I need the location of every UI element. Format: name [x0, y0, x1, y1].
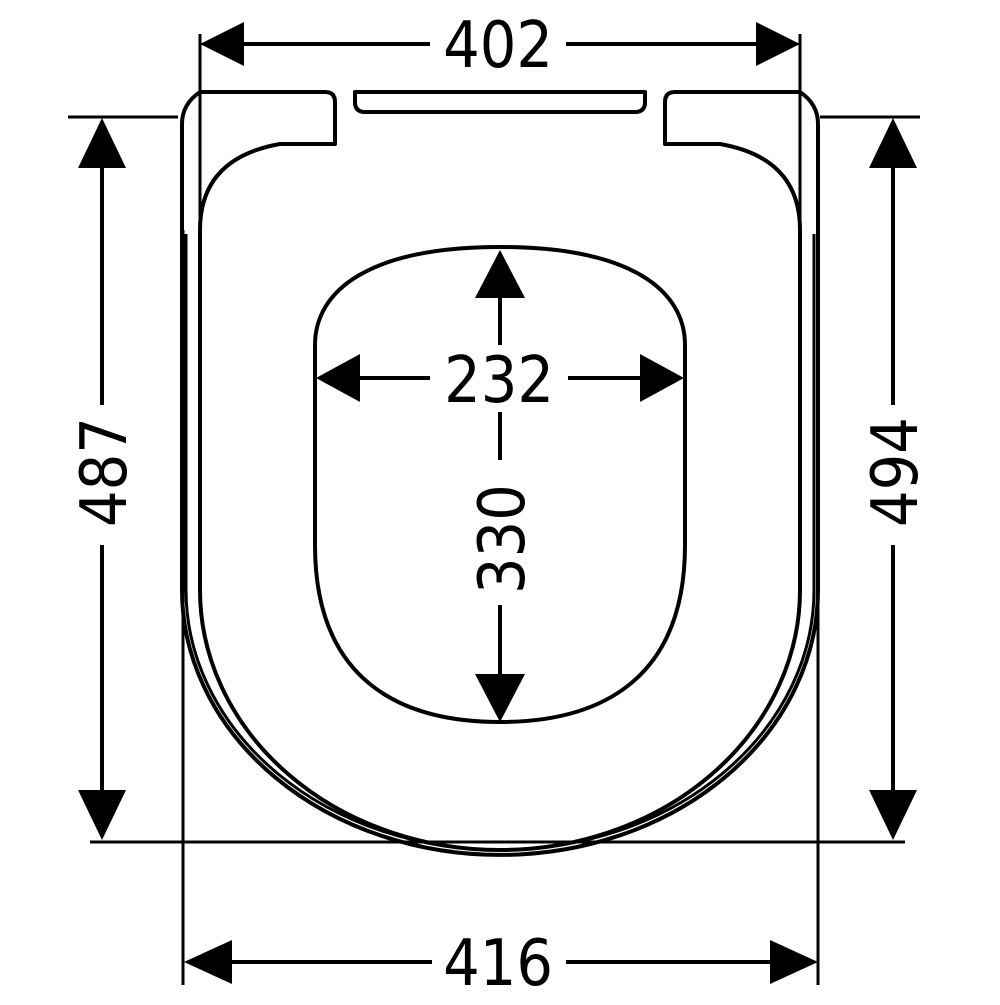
- arrow-right: [770, 940, 818, 984]
- arrow-left: [200, 22, 244, 66]
- arrow-up: [869, 118, 917, 168]
- arrow-up: [475, 250, 525, 298]
- opening-width-dimension: 232: [316, 344, 684, 418]
- top-width-label: 402: [443, 9, 553, 83]
- opening-height-label: 330: [466, 484, 540, 594]
- seat-inner-rim: [184, 234, 816, 852]
- arrow-left: [184, 940, 232, 984]
- left-height-label: 487: [68, 417, 142, 527]
- opening-height-dimension: 330: [466, 250, 540, 722]
- right-height-dimension: 494: [859, 118, 933, 840]
- bottom-width-label: 416: [443, 927, 553, 1000]
- top-width-dimension: 402: [200, 9, 800, 83]
- arrow-right: [756, 22, 800, 66]
- left-height-dimension: 487: [68, 118, 142, 840]
- right-height-label: 494: [859, 417, 933, 527]
- bottom-width-dimension: 416: [184, 927, 818, 1001]
- opening-width-label: 232: [444, 344, 554, 418]
- arrow-down: [475, 674, 525, 722]
- arrow-up: [78, 118, 126, 168]
- arrow-down: [78, 790, 126, 840]
- arrow-right: [640, 354, 684, 402]
- hinge-recess: [353, 90, 647, 114]
- seat-outline: [180, 90, 820, 857]
- arrow-left: [316, 354, 360, 402]
- seat-outer-contour: [180, 90, 820, 857]
- arrow-down: [869, 790, 917, 840]
